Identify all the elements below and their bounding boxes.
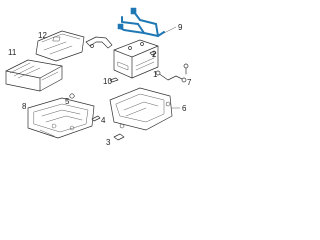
callout-12: 12 [38,31,47,40]
callout-6: 6 [182,104,187,113]
part-4-bolt [91,115,101,122]
part-11-battery-cover [5,59,63,92]
part-5-grommet [69,93,75,99]
parts-diagram [5,7,189,141]
callout-10: 10 [103,77,112,86]
callout-3: 3 [106,138,111,147]
callout-8: 8 [22,102,27,111]
callout-5: 5 [65,97,70,106]
callout-4: 4 [101,116,106,125]
part-7-cable [155,63,189,83]
callout-9: 9 [178,23,183,32]
part-12-insulator [35,30,85,62]
part-8-battery-tray [27,97,95,139]
callout-7: 7 [187,78,192,87]
leader-9 [163,26,177,34]
callout-11: 11 [8,48,17,57]
part-6-support-bracket [109,87,181,131]
part-2-bolt [149,50,157,58]
callout-2: 2 [152,50,157,59]
hold-down-clamp [85,36,113,49]
callout-1: 1 [153,70,158,79]
part-3-fastener [113,133,125,141]
part-9-hold-down-bracket [117,7,165,37]
part-1-battery [113,39,159,79]
part-10-bolt [109,77,119,83]
